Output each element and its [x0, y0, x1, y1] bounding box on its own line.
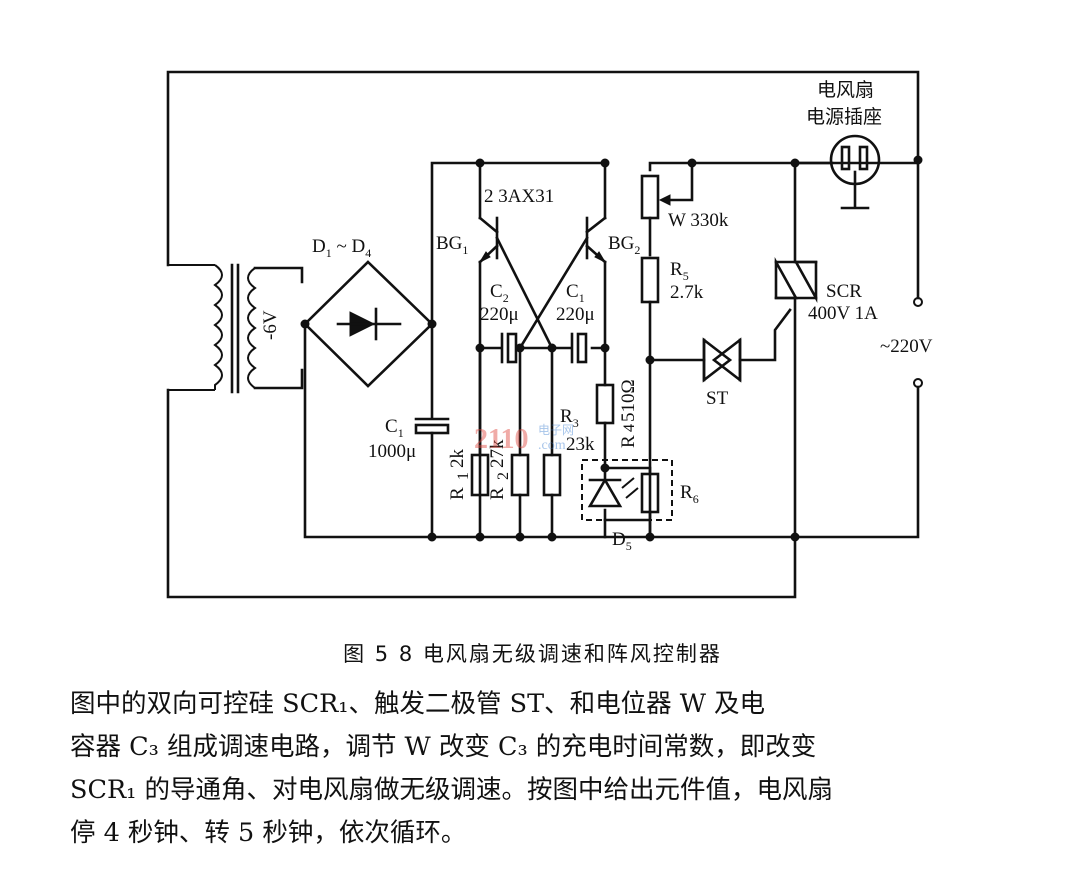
svg-text:电风扇: 电风扇 [817, 79, 874, 101]
resistor-r4: R 4 510Ω [595, 379, 639, 470]
svg-text:2.7k: 2.7k [670, 282, 704, 303]
led-module-box [581, 459, 673, 521]
c1-value: 1000μ [368, 441, 416, 462]
watermark: 2110 电子网 .com [474, 423, 574, 455]
paragraph-line: 图中的双向可控硅 SCR₁、触发二极管 ST、和电位器 W 及电 [70, 689, 766, 719]
resistor-r1: R 1 2k [447, 346, 490, 500]
svg-text:R3: R3 [560, 406, 579, 430]
rectifier-label: D1 ~ D4 [312, 236, 371, 260]
led-d5: D5 [587, 466, 639, 553]
bg2-label: BG2 [608, 233, 640, 257]
svg-text:ST: ST [706, 388, 729, 409]
triac-scr: SCR 400V 1A [774, 161, 878, 539]
paragraph-line: SCR₁ 的导通角、对电风扇做无级调速。按图中给出元件值，电风扇 [70, 775, 834, 805]
svg-text:R6: R6 [680, 482, 699, 506]
svg-text:SCR: SCR [826, 281, 862, 302]
potentiometer-w: W 330k [640, 161, 729, 257]
c1top-label: C1 [566, 281, 585, 305]
svg-text:23k: 23k [566, 434, 595, 455]
diac-st: ST [648, 308, 792, 409]
transformer: -6V [168, 263, 304, 394]
c1-label: C1 [385, 416, 404, 440]
resistor-r2: R 2 27k [487, 346, 530, 539]
transistor-type-label: 2 3AX31 [484, 186, 554, 207]
description-paragraph: 图中的双向可控硅 SCR₁、触发二极管 ST、和电位器 W 及电 容器 C₃ 组… [70, 683, 1015, 855]
power-outlet: 电风扇 电源插座 [793, 79, 882, 210]
svg-text:R: R [618, 435, 639, 448]
svg-text:400V 1A: 400V 1A [808, 303, 878, 324]
capacitor-c2: C2 220μ [478, 281, 554, 364]
svg-text:R: R [487, 487, 508, 500]
svg-text:电源插座: 电源插座 [806, 106, 882, 128]
resistor-r3: R3 23k [542, 346, 595, 539]
svg-text:510Ω: 510Ω [618, 379, 639, 422]
svg-text:27k: 27k [487, 439, 508, 468]
capacitor-c1-top: C1 220μ [550, 281, 607, 364]
svg-text:4: 4 [621, 424, 638, 432]
paragraph-line: 容器 C₃ 组成调速电路，调节 W 改变 C₃ 的充电时间常数，即改变 [70, 732, 817, 762]
figure-caption: 图 5 8 电风扇无级调速和阵风控制器 [343, 642, 722, 666]
resistor-r5: R5 2.7k [640, 256, 704, 539]
mains-terminals: ~220V [793, 161, 933, 539]
cross-coupling [495, 236, 589, 350]
svg-text:~220V: ~220V [880, 336, 933, 357]
ground-rail [303, 322, 797, 539]
c2-label: C2 [490, 281, 509, 305]
svg-text:2: 2 [495, 472, 512, 480]
bg1-label: BG1 [436, 233, 468, 257]
circuit-diagram: -6V D1 ~ D4 C1 1000μ BG1 [166, 70, 933, 599]
transformer-voltage-label: -6V [260, 310, 281, 340]
svg-text:2110: 2110 [474, 424, 528, 455]
svg-text:R: R [447, 487, 468, 500]
capacitor-c1: C1 1000μ [368, 322, 450, 539]
bridge-rectifier: D1 ~ D4 [300, 236, 437, 388]
svg-text:2k: 2k [447, 449, 468, 469]
svg-text:W 330k: W 330k [668, 210, 729, 231]
c1top-value: 220μ [556, 304, 595, 325]
svg-text:电子网: 电子网 [538, 423, 574, 437]
outer-wire [166, 70, 920, 599]
positive-rail [430, 161, 607, 326]
c2-value: 220μ [480, 304, 519, 325]
svg-text:.com: .com [538, 438, 566, 453]
svg-text:1: 1 [455, 472, 472, 480]
transistor-bg2: BG2 [585, 161, 640, 387]
svg-text:R5: R5 [670, 259, 689, 283]
svg-text:D5: D5 [612, 529, 632, 553]
paragraph-line: 停 4 秒钟、转 5 秒钟，依次循环。 [70, 818, 467, 848]
